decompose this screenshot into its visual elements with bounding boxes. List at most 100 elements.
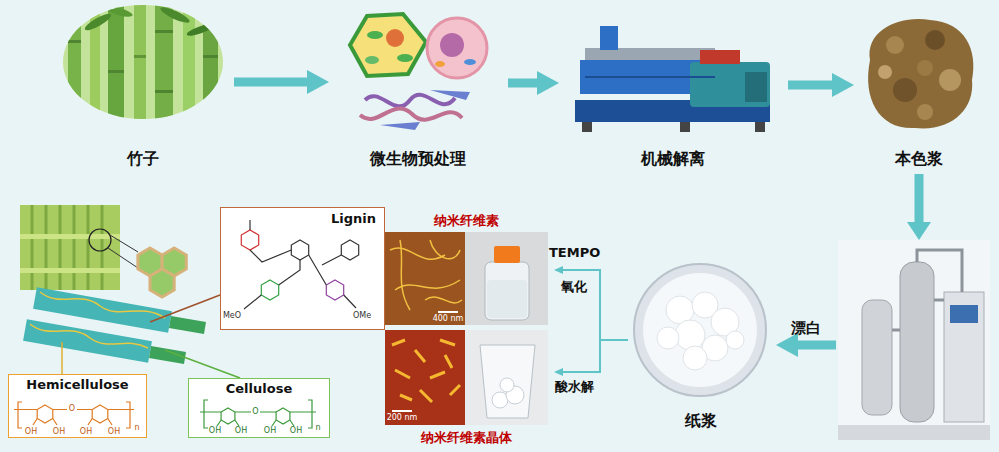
- nanocellulose-afm-image: [385, 232, 465, 325]
- lignin-structure: [241, 230, 258, 250]
- pulp-photo: [917, 60, 933, 76]
- extruder-machine: [755, 122, 765, 132]
- nanocellulose-bottle-photo: [487, 280, 527, 318]
- microbe-illustration: [360, 109, 462, 120]
- bamboo-structure-illustration: [150, 295, 220, 322]
- flow-arrow: [789, 174, 919, 345]
- image-step: 机械解离: [565, 3, 780, 170]
- nanocellulose-bottle-photo: [494, 246, 520, 263]
- bamboo-photo: [134, 55, 146, 58]
- bamboo-structure-illustration: [20, 234, 120, 239]
- nanocrystal-afm-image: [385, 330, 465, 425]
- lignin-structure: [326, 280, 343, 300]
- bamboo-photo: [203, 55, 218, 58]
- scale-bar-label: 400 nm: [433, 315, 464, 324]
- hemicellulose-structure: [14, 402, 134, 428]
- product-panel: 纳米纤维素晶体: [383, 328, 550, 448]
- lignin-structure: [261, 280, 278, 300]
- polymer-index: n: [134, 424, 139, 433]
- hemicellulose-structure: [37, 405, 53, 423]
- nanocellulose-afm-image: [438, 311, 458, 313]
- cellulose-structure: [276, 408, 290, 424]
- bamboo-photo: [83, 11, 113, 33]
- microbe-illustration: [397, 54, 413, 62]
- node-title: 本色浆: [895, 149, 943, 168]
- edge-label: 漂白: [791, 319, 821, 337]
- edge-label: 酸水解: [555, 379, 594, 395]
- bamboo-photo: [203, 0, 218, 125]
- microbe-illustration: [386, 29, 404, 47]
- nanocrystal-cup-photo: [480, 345, 535, 418]
- bleaching-reactor: [838, 240, 990, 440]
- nanocrystal-cup-photo: [465, 330, 548, 425]
- nanocellulose-bottle-photo: [465, 232, 548, 325]
- flow-arrow: [508, 79, 546, 88]
- microbe-illustration: [435, 61, 445, 67]
- atom-label: OH: [290, 427, 302, 436]
- extruder-machine: [575, 26, 770, 132]
- atom-label: OH: [209, 427, 221, 436]
- pulp-photo: [939, 69, 961, 91]
- extruder-machine: [585, 76, 715, 78]
- microbe-illustration: [440, 33, 464, 57]
- product-panel: 纳米纤维素: [383, 211, 550, 327]
- microbe-illustration: [365, 56, 379, 64]
- extruder-machine: [690, 62, 770, 107]
- flow-arrow: [788, 81, 841, 90]
- lignin-structure: [220, 207, 385, 330]
- bamboo-structure-illustration: [30, 292, 165, 348]
- atom-label: OH: [25, 427, 37, 436]
- microbe-illustration: [350, 14, 487, 130]
- flow-arrow: [559, 340, 628, 372]
- hemicellulose-structure: [8, 374, 147, 438]
- microbe-illustration: [427, 18, 487, 78]
- microbe-illustration: [380, 122, 420, 130]
- bamboo-structure-illustration: [20, 268, 120, 273]
- bamboo-photo: [108, 0, 124, 125]
- bamboo-structure-illustration: [165, 350, 240, 378]
- bleaching-reactor: [838, 222, 990, 440]
- bleaching-reactor: [950, 305, 978, 323]
- image-step: 本色浆: [860, 3, 978, 170]
- bamboo-photo: [108, 70, 124, 73]
- atom-label: OH: [108, 427, 120, 436]
- lignin-structure: [341, 240, 358, 260]
- group-label: OMe: [353, 312, 371, 321]
- node-title: 微生物预处理: [370, 149, 466, 168]
- nanocrystal-afm-image: [385, 330, 465, 425]
- atom-label: O: [69, 405, 75, 414]
- pulp-photo: [868, 19, 973, 128]
- node-title: 机械解离: [641, 149, 705, 168]
- bamboo-structure-illustration: [150, 269, 174, 297]
- image-step: 纸浆: [630, 262, 772, 432]
- nanocrystal-cup-photo: [465, 330, 548, 425]
- hemicellulose-structure: [92, 405, 108, 423]
- paper-pulp-dish: [675, 320, 705, 350]
- bleaching-reactor: [907, 222, 931, 240]
- pulp-photo: [925, 30, 945, 50]
- pulp-photo: [868, 19, 973, 128]
- nanocrystal-afm-image: [392, 410, 412, 412]
- paper-pulp-dish: [643, 273, 757, 387]
- polymer-index: n: [315, 424, 320, 433]
- hemicellulose-structure: [8, 374, 147, 438]
- bamboo-photo: [155, 0, 173, 125]
- microbe-illustration: [367, 31, 383, 39]
- edge-label: TEMPO 氧化: [549, 236, 599, 304]
- lignin-structure: [220, 207, 385, 330]
- bamboo-structure-illustration: [20, 205, 240, 378]
- extruder-machine: [745, 72, 767, 102]
- cellulose-structure: [200, 400, 316, 428]
- bamboo-structure-illustration: [61, 342, 63, 374]
- bamboo-photo: [186, 22, 215, 38]
- extruder-machine: [700, 50, 740, 64]
- node-title: Hemicellulose: [26, 377, 128, 393]
- extruder-machine: [600, 26, 618, 50]
- node-title: 竹子: [127, 149, 159, 168]
- nanocellulose-afm-image: [385, 232, 465, 325]
- paper-pulp-dish: [683, 346, 707, 370]
